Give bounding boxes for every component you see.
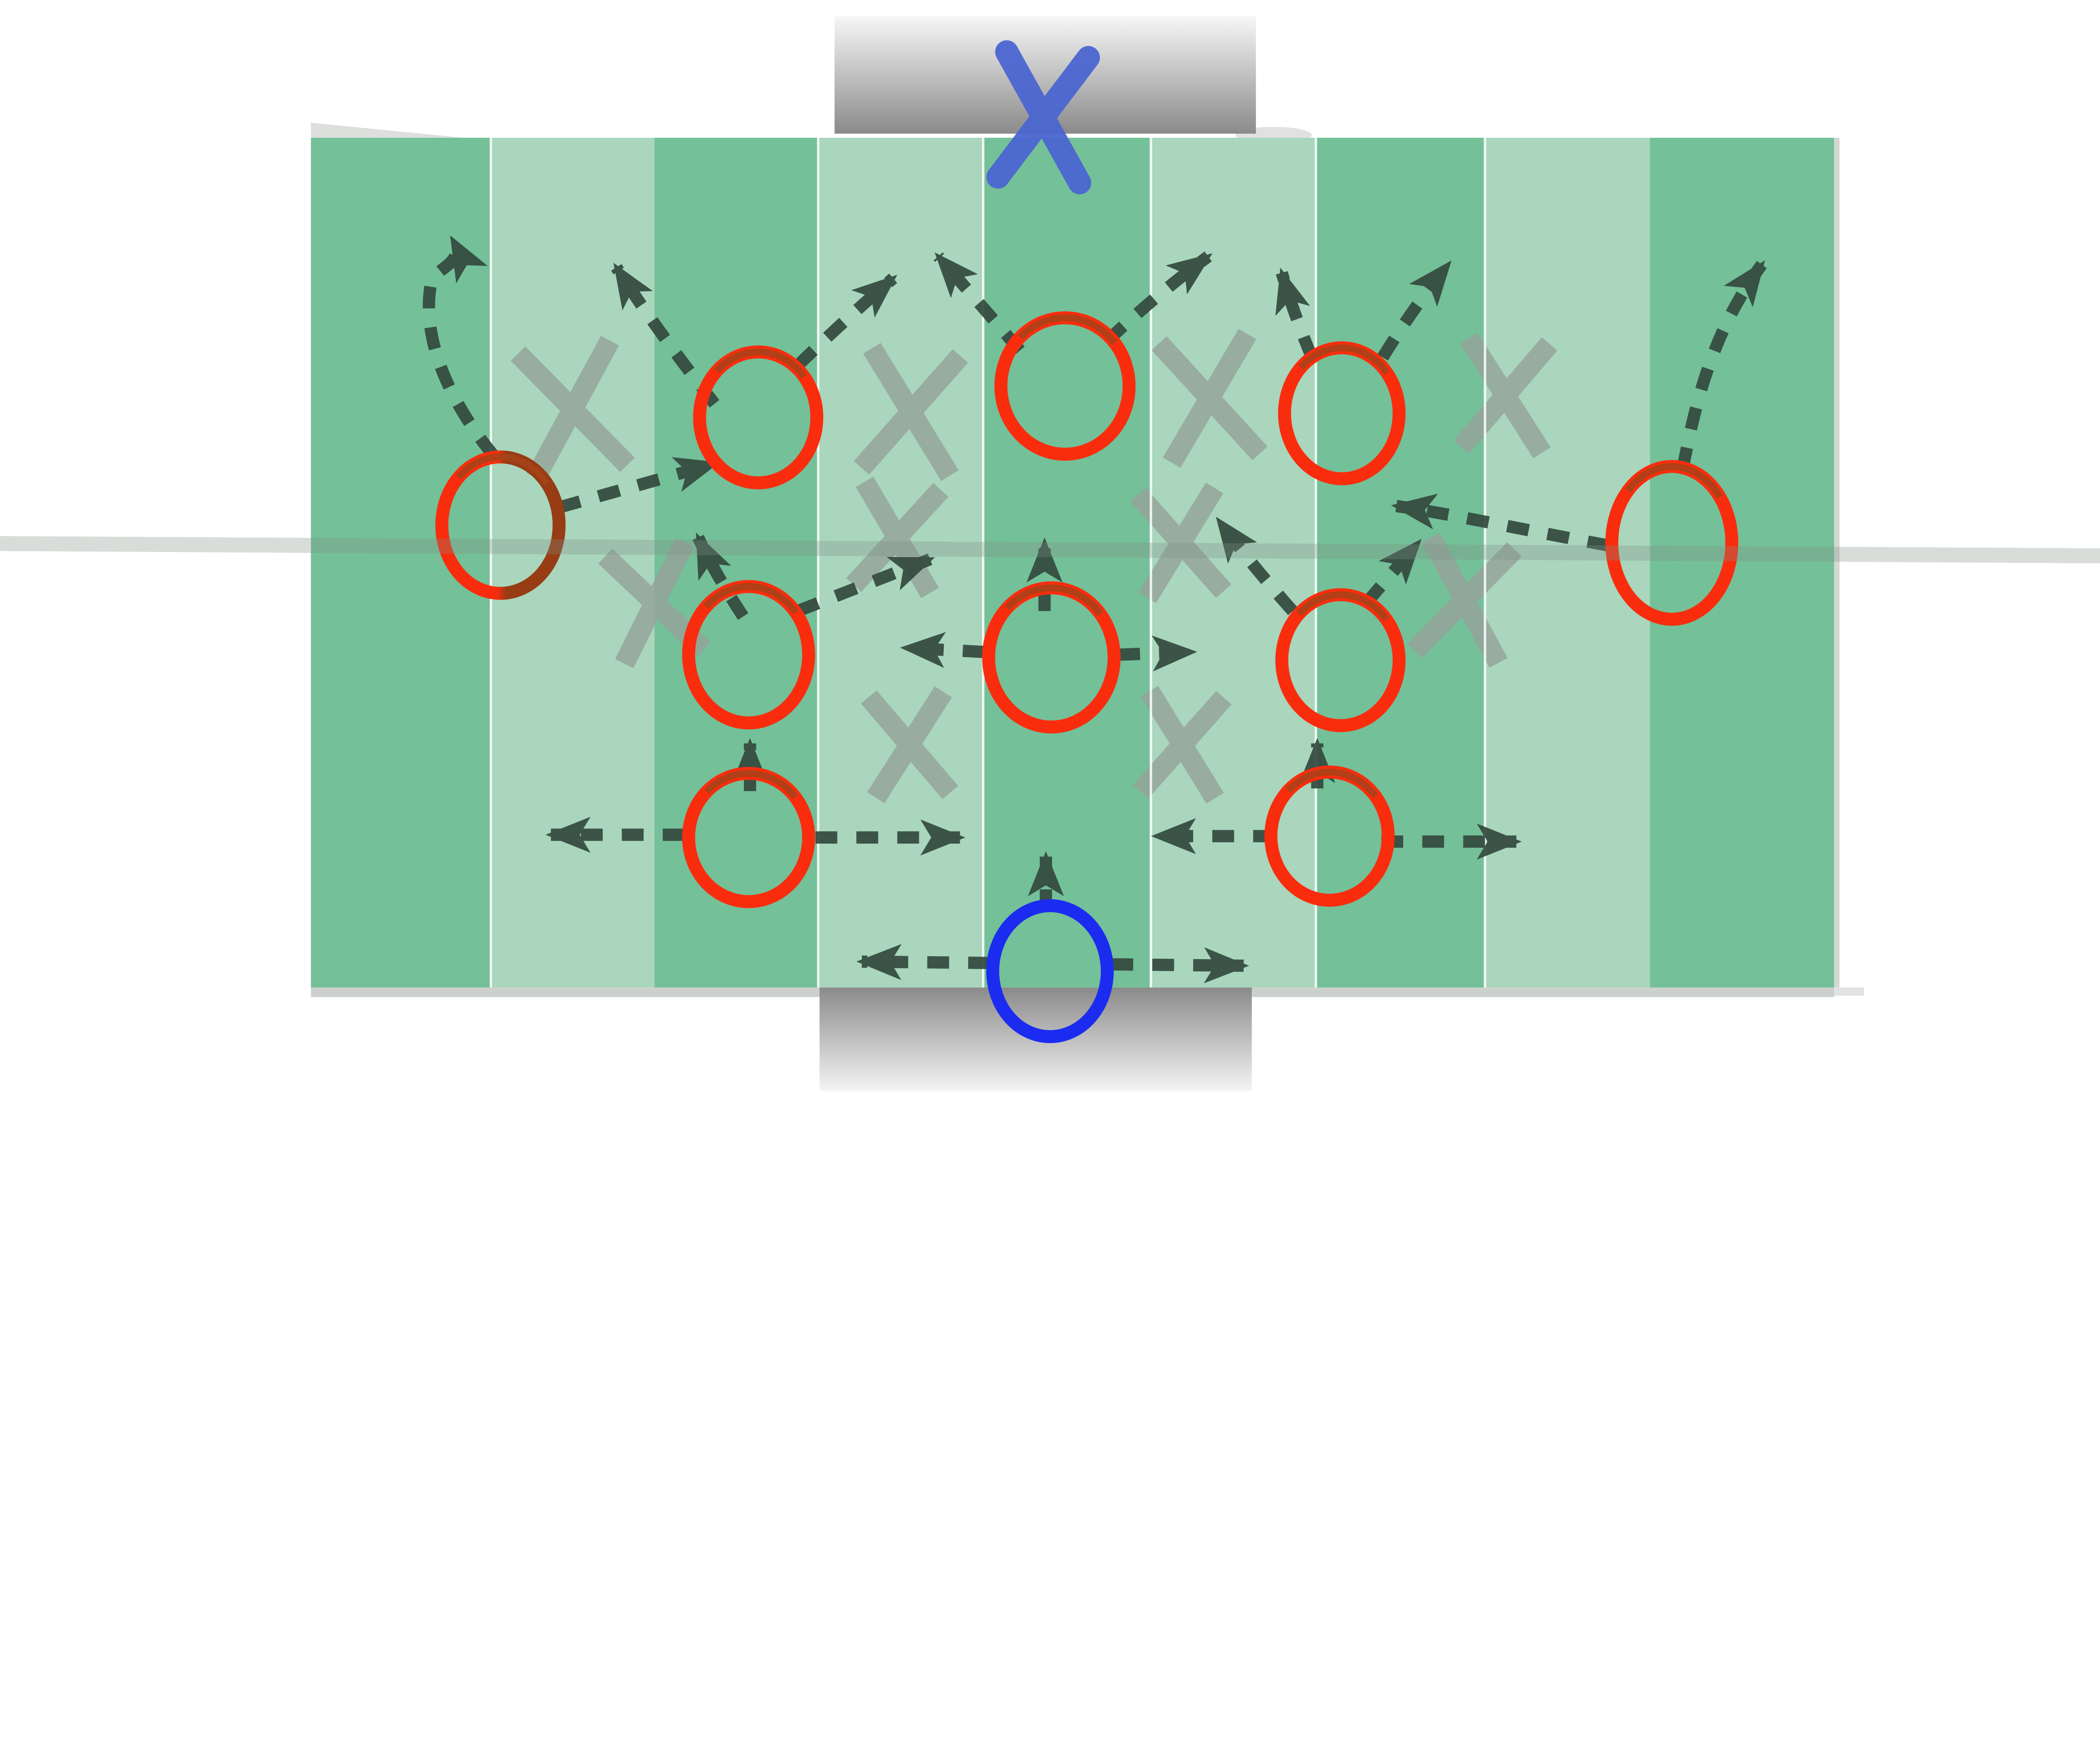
- opponent-x-mark: [511, 336, 635, 483]
- player-circles: [435, 311, 1738, 1043]
- arrow-center-top-nw: [933, 252, 1025, 355]
- arrow-right-mid-top-ne: [1377, 260, 1453, 361]
- x-stroke: [986, 46, 1100, 189]
- fold-lines: [489, 137, 1486, 988]
- pitch-stripe: [983, 137, 1151, 988]
- arrow-right-mid-ne: [1362, 539, 1423, 607]
- pitch-right-edge: [1832, 137, 1840, 988]
- player-brush-accent-center-mid: [985, 584, 1118, 731]
- arrow-left-wide-curl-up: [423, 235, 499, 460]
- player-brush-accent-right-mid: [1278, 591, 1403, 729]
- arrow-right-mid-top-nw: [1275, 267, 1318, 360]
- player-brush-accent-left-wide: [438, 453, 563, 597]
- arrow-center-mid-left: [900, 632, 985, 668]
- arrow-center-mid-right: [1118, 635, 1197, 672]
- arrow-keeper-left: [856, 944, 990, 980]
- x-stroke: [1407, 542, 1522, 658]
- arrow-left-mid-nw: [693, 532, 748, 620]
- opponent-x-mark: [853, 343, 968, 481]
- opponent-x-mark: [861, 686, 958, 803]
- pitch-svg: [0, 16, 2100, 1091]
- movement-arrows: [423, 235, 1767, 983]
- keeper-x-mark: [986, 40, 1100, 195]
- player-brush-accent-center-top: [998, 314, 1133, 458]
- arrow-center-top-ne: [1103, 251, 1213, 346]
- x-stroke: [526, 336, 619, 483]
- tactics-board: [0, 16, 2100, 1091]
- x-stroke: [853, 349, 968, 475]
- player-brush-accent-left-deep: [685, 770, 812, 905]
- opponent-x-mark: [1407, 532, 1522, 668]
- pitch-stripe: [491, 137, 655, 988]
- arrow-left-mid-top-nw: [611, 263, 719, 408]
- pitch-stripe: [311, 137, 491, 988]
- x-stroke: [867, 686, 952, 803]
- crease-band: [0, 536, 2100, 563]
- arrow-left-wide-to-ne: [557, 457, 720, 513]
- opponent-x-mark: [1151, 329, 1268, 468]
- x-stroke: [1163, 329, 1257, 468]
- pitch-top-left-fold: [311, 123, 464, 138]
- player-brush-accent-right-wide: [1608, 463, 1735, 623]
- x-stroke: [1453, 337, 1557, 454]
- opponent-x-mark: [1130, 482, 1231, 603]
- player-brush-accent-left-mid: [685, 583, 812, 726]
- x-stroke: [846, 483, 949, 592]
- arrow-left-mid-top-ne: [793, 273, 898, 370]
- pitch-stripe: [1650, 137, 1834, 988]
- x-stroke: [1133, 691, 1232, 799]
- x-stroke: [1138, 482, 1223, 603]
- pitch-stripes: [311, 137, 1834, 988]
- player-brush-accent-left-mid-top: [696, 348, 820, 486]
- player-brush-accent-right-deep: [1267, 768, 1392, 904]
- halfway-crease: [0, 536, 2100, 563]
- player-brush-accent-right-mid-top: [1281, 344, 1403, 482]
- arrow-right-mid-nw: [1214, 516, 1297, 615]
- pitch-bottom-edge-brush: [1834, 987, 1864, 996]
- opponent-x-mark: [1453, 333, 1557, 458]
- x-stroke: [615, 537, 694, 668]
- opponent-keeper-cross: [986, 40, 1100, 195]
- opponent-x-mark: [1133, 686, 1232, 804]
- keeper-circle-goalkeeper: [986, 899, 1114, 1043]
